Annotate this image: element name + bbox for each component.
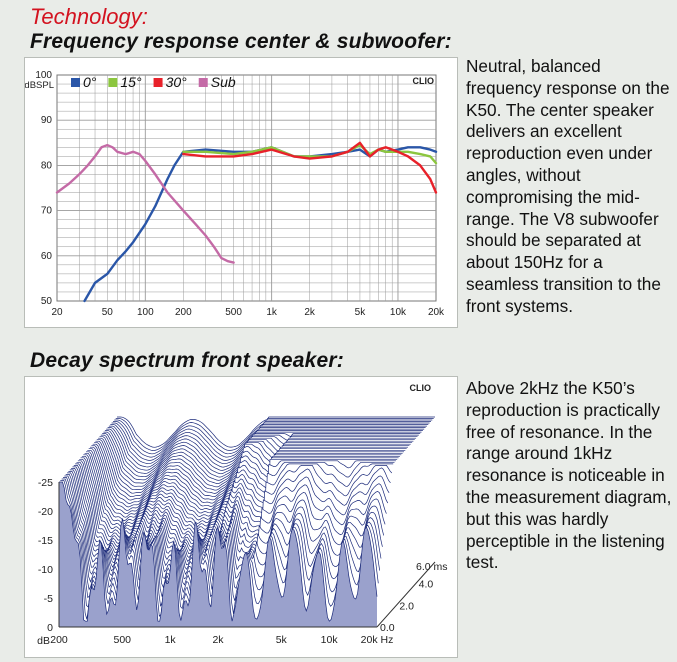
time-tick-label: 0.0 (380, 622, 395, 634)
waterfall-slice-line (102, 433, 421, 484)
time-tick-label: 6.0 ms (416, 561, 448, 573)
plot-area (56, 74, 437, 302)
x-tick-label: 5k (276, 634, 288, 646)
legend-swatch (153, 78, 163, 87)
time-axis-line (376, 561, 436, 628)
z-tick-label: -10 (38, 564, 53, 576)
waterfall-slice-line (104, 430, 423, 478)
x-tick-label: 20 (51, 307, 63, 318)
z-tick-label: 0 (47, 622, 53, 634)
waterfall-slice-line (91, 445, 410, 511)
time-tick-label: 2.0 (399, 600, 414, 612)
waterfall-slice-line (88, 448, 407, 518)
x-tick-label: 1k (165, 634, 177, 646)
waterfall-slice-line (63, 477, 382, 599)
waterfall-slice-line (87, 449, 406, 522)
decay-spectrum-title: Decay spectrum front speaker: (30, 349, 344, 372)
waterfall-slice-line (94, 442, 413, 504)
waterfall-slice-line (108, 425, 427, 468)
waterfall-slice-line (113, 421, 431, 458)
waterfall-slice-line (83, 454, 402, 531)
waterfall-slice-line (95, 440, 414, 501)
y-axis-label: dBSPL (25, 80, 54, 91)
y-tick-label: 70 (41, 206, 53, 217)
x-tick-label: 10k (321, 634, 339, 646)
decay-spectrum-description: Above 2kHz the K50’s reproduction is pra… (466, 378, 672, 573)
waterfall-slice-line (61, 478, 381, 608)
clio-brand-label: CLIO (413, 76, 435, 86)
waterfall-surface (59, 416, 435, 627)
x-tick-label: 100 (137, 307, 154, 318)
x-tick-label: 10k (390, 307, 407, 318)
z-tick-label: -20 (38, 506, 53, 518)
time-tick-label: 4.0 (419, 579, 434, 591)
waterfall-slice-line (110, 424, 429, 465)
chart-legend: 0° 15° 30° Sub (71, 74, 236, 90)
frequency-response-description: Neutral, balanced frequency response on … (466, 56, 670, 316)
legend-swatch (108, 78, 118, 87)
x-tick-label: 20k (428, 307, 445, 318)
waterfall-slice-line (98, 437, 417, 494)
waterfall-slice-line (106, 428, 425, 475)
series-line-30deg (182, 141, 438, 194)
waterfall-slice-line (111, 422, 430, 461)
z-tick-label: -5 (44, 593, 53, 605)
decay-spectrum-chart: 200 500 1k 2k 5k 10k 20k Hz 0 -5 -10 -15 -20 -25 dB 0.… (24, 376, 458, 658)
legend-entry: Sub (211, 74, 236, 90)
waterfall-slice-line (100, 434, 419, 488)
x-tick-label: 50 (102, 307, 114, 318)
waterfall-slice-line (84, 452, 403, 528)
legend-entry: 30° (166, 74, 188, 90)
x-tick-label: 200 (50, 634, 68, 646)
waterfall-slice-line (107, 427, 426, 471)
clio-brand-label: CLIO (410, 383, 432, 393)
y-tick-label: 60 (41, 251, 53, 262)
waterfall-slice-line (90, 446, 408, 515)
waterfall-slice-line (115, 418, 434, 451)
y-tick-label: 80 (41, 160, 53, 171)
x-tick-label: 5k (355, 307, 367, 318)
waterfall-slice-line (103, 431, 422, 481)
waterfall-slice-line (96, 439, 415, 498)
x-tick-label: 2k (304, 307, 316, 318)
x-tick-label: 500 (114, 634, 132, 646)
grid-lines (57, 75, 436, 301)
x-tick-label: 20k Hz (361, 634, 394, 646)
z-tick-label: -15 (38, 535, 53, 547)
y-tick-label: 90 (41, 115, 53, 126)
y-tick-label: 100 (35, 70, 52, 81)
legend-swatch (198, 78, 208, 87)
decay-spectrum-plot: 200 500 1k 2k 5k 10k 20k Hz 0 -5 -10 -15 -20 -25 dB 0.… (37, 383, 448, 647)
waterfall-slice-fill (59, 482, 377, 627)
x-tick-label: 200 (175, 307, 192, 318)
x-tick-label: 2k (212, 634, 224, 646)
waterfall-axes (58, 482, 436, 628)
waterfall-slice-line (86, 451, 404, 525)
y-tick-label: 50 (41, 296, 53, 307)
waterfall-slice-line (117, 416, 435, 448)
series-line-sub (55, 143, 235, 264)
legend-entry: 0° (83, 74, 97, 90)
waterfall-slice-line (59, 481, 378, 622)
waterfall-slice-line (60, 480, 379, 620)
waterfall-slice-line (114, 419, 433, 455)
z-tick-label: -25 (38, 477, 53, 489)
legend-entry: 15° (120, 74, 142, 90)
waterfall-slice-line (92, 443, 411, 508)
waterfall-slice-line (99, 436, 418, 491)
legend-swatch (71, 78, 80, 87)
page-section-tag: Technology: (30, 4, 148, 29)
x-tick-label: 500 (225, 307, 242, 318)
x-tick-label: 1k (266, 307, 278, 318)
z-axis-label: dB (37, 635, 50, 647)
frequency-response-title: Frequency response center & subwoofer: (30, 30, 452, 53)
